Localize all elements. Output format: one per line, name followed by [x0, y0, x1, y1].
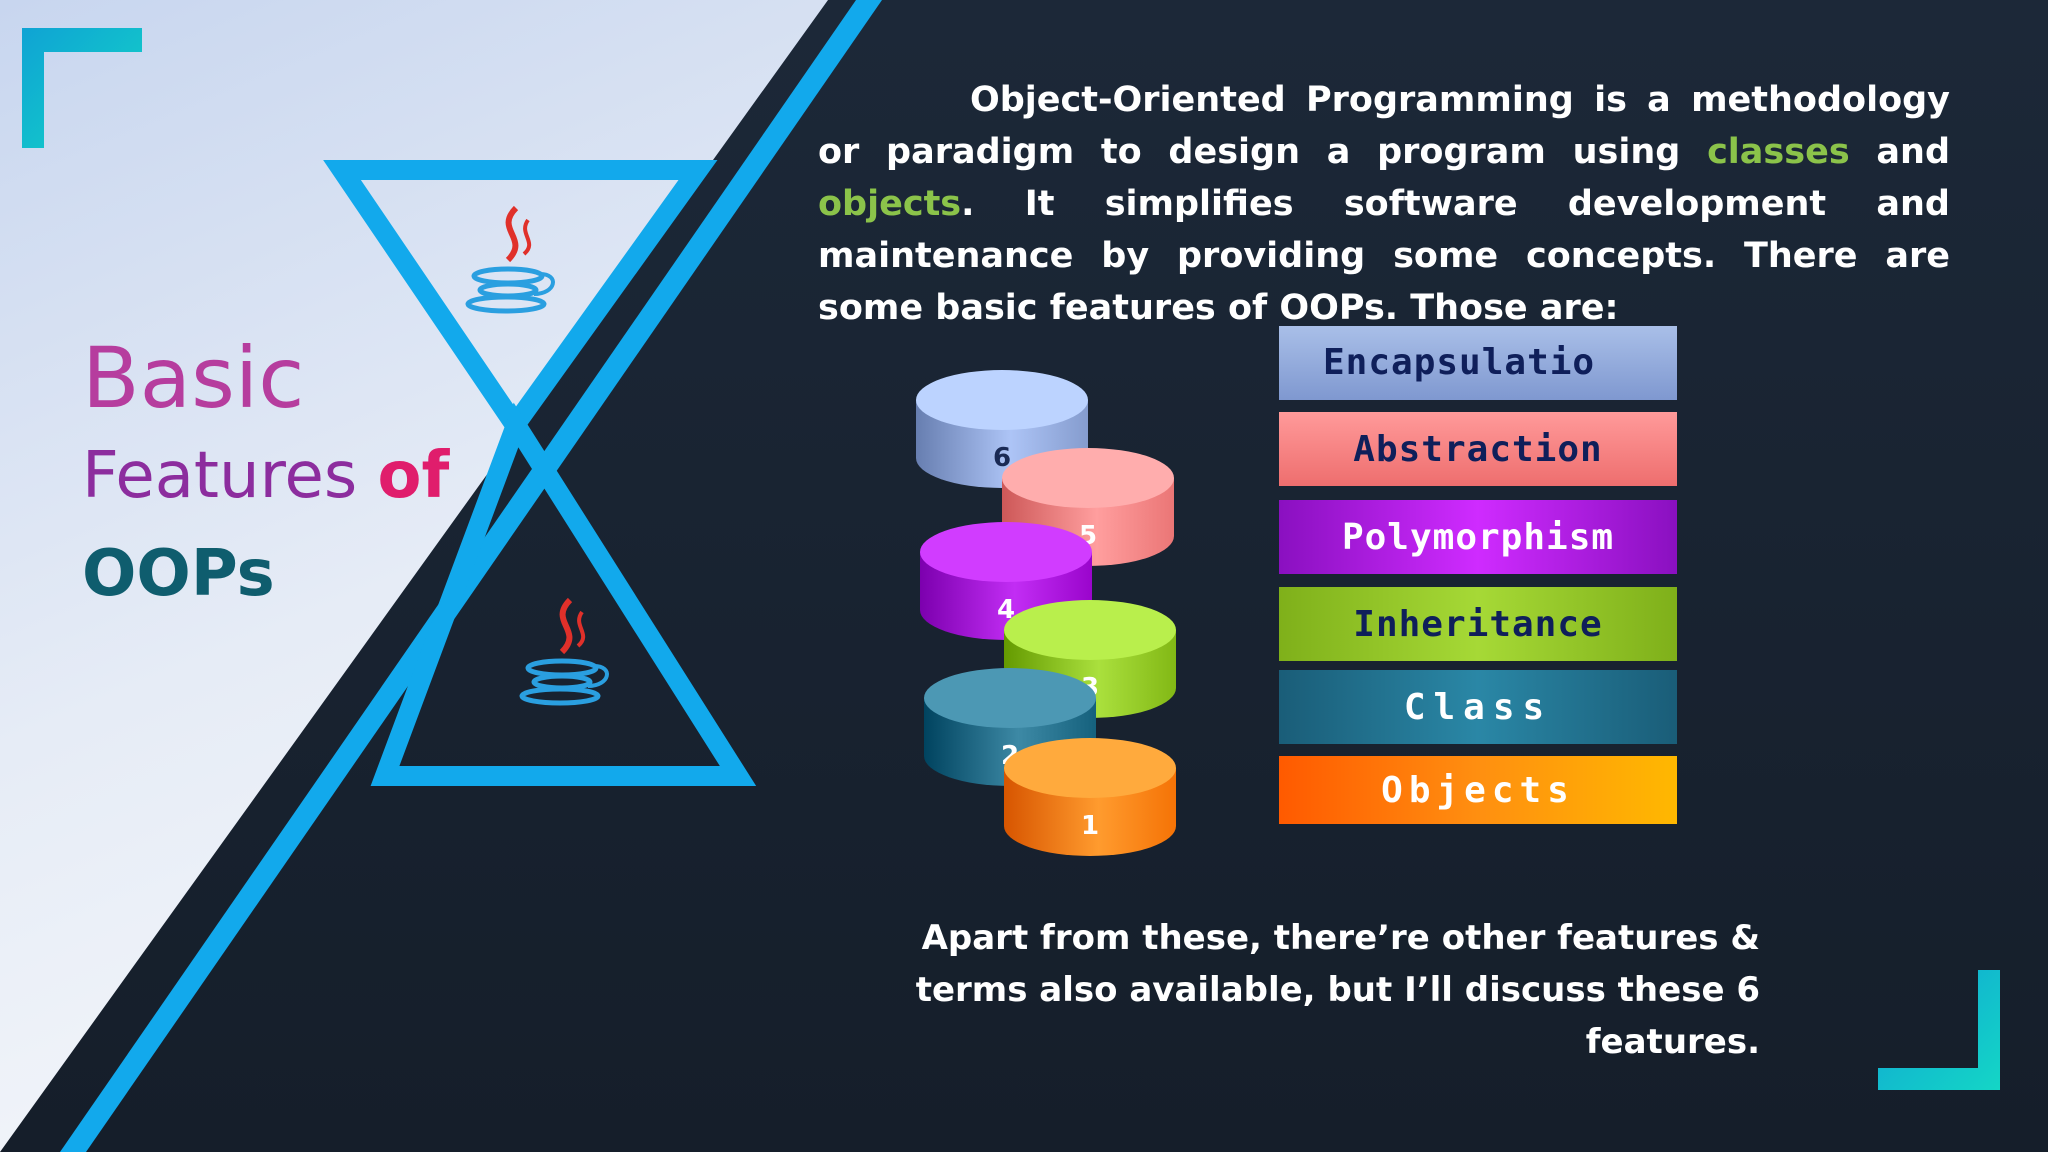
- feature-label: Inheritance: [1353, 603, 1603, 645]
- feature-label: Class: [1403, 686, 1553, 728]
- feature-bar-encapsulation: Encapsulatio n: [1279, 326, 1677, 400]
- feature-bar-objects: Objects: [1279, 756, 1677, 824]
- intro-mid: and: [1849, 132, 1950, 172]
- title-of: of: [377, 439, 450, 513]
- bottom-triangle: [370, 402, 757, 786]
- feature-label: Abstraction: [1353, 428, 1603, 470]
- feature-label: Encapsulatio n: [1323, 342, 1596, 383]
- drum-top: [920, 522, 1092, 582]
- intro-part1: Object-Oriented Programming is a methodo…: [818, 80, 1950, 172]
- drum-4: 4: [920, 522, 1092, 640]
- java-logo-icon: [465, 205, 555, 314]
- feature-label: Polymorphism: [1341, 516, 1615, 558]
- intro-paragraph: Object-Oriented Programming is a methodo…: [818, 74, 1950, 334]
- feature-bar-class: Class: [1279, 670, 1677, 744]
- slide-title: Basic Features of OOPs: [82, 330, 449, 622]
- footer-note: Apart from these, there’re other feature…: [820, 912, 1760, 1068]
- drum-top: [916, 370, 1088, 430]
- feature-drum-stack: 654321: [916, 370, 1176, 856]
- drum-number: 4: [997, 595, 1015, 625]
- title-features: Features of: [82, 426, 449, 526]
- keyword-classes: classes: [1707, 132, 1850, 172]
- drum-number: 6: [993, 443, 1011, 473]
- feature-bar-abstraction: Abstraction: [1279, 412, 1677, 486]
- java-logo-icon: [519, 597, 609, 706]
- feature-bar-polymorphism: Polymorphism: [1279, 500, 1677, 574]
- drum-top: [1004, 738, 1176, 798]
- diagonal-stripe: [60, 0, 882, 1152]
- drum-top: [924, 668, 1096, 728]
- drum-number: 1: [1081, 811, 1099, 841]
- intro-part2: . It simplifies software development and…: [818, 184, 1950, 328]
- drum-1: 1: [1004, 738, 1176, 856]
- drum-top: [1004, 600, 1176, 660]
- top-triangle: [323, 160, 718, 443]
- title-basic: Basic: [82, 329, 305, 427]
- feature-label: Objects: [1381, 769, 1575, 811]
- title-oops: OOPs: [82, 537, 275, 611]
- footer-line-1: Apart from these, there’re other feature…: [921, 918, 1760, 958]
- drum-top: [1002, 448, 1174, 508]
- footer-line-2: terms also available, but I’ll discuss t…: [915, 970, 1760, 1062]
- feature-bar-inheritance: Inheritance: [1279, 587, 1677, 661]
- corner-bracket-icon: [22, 28, 2000, 1090]
- title-features-word: Features: [82, 439, 358, 513]
- keyword-objects: objects: [818, 184, 962, 224]
